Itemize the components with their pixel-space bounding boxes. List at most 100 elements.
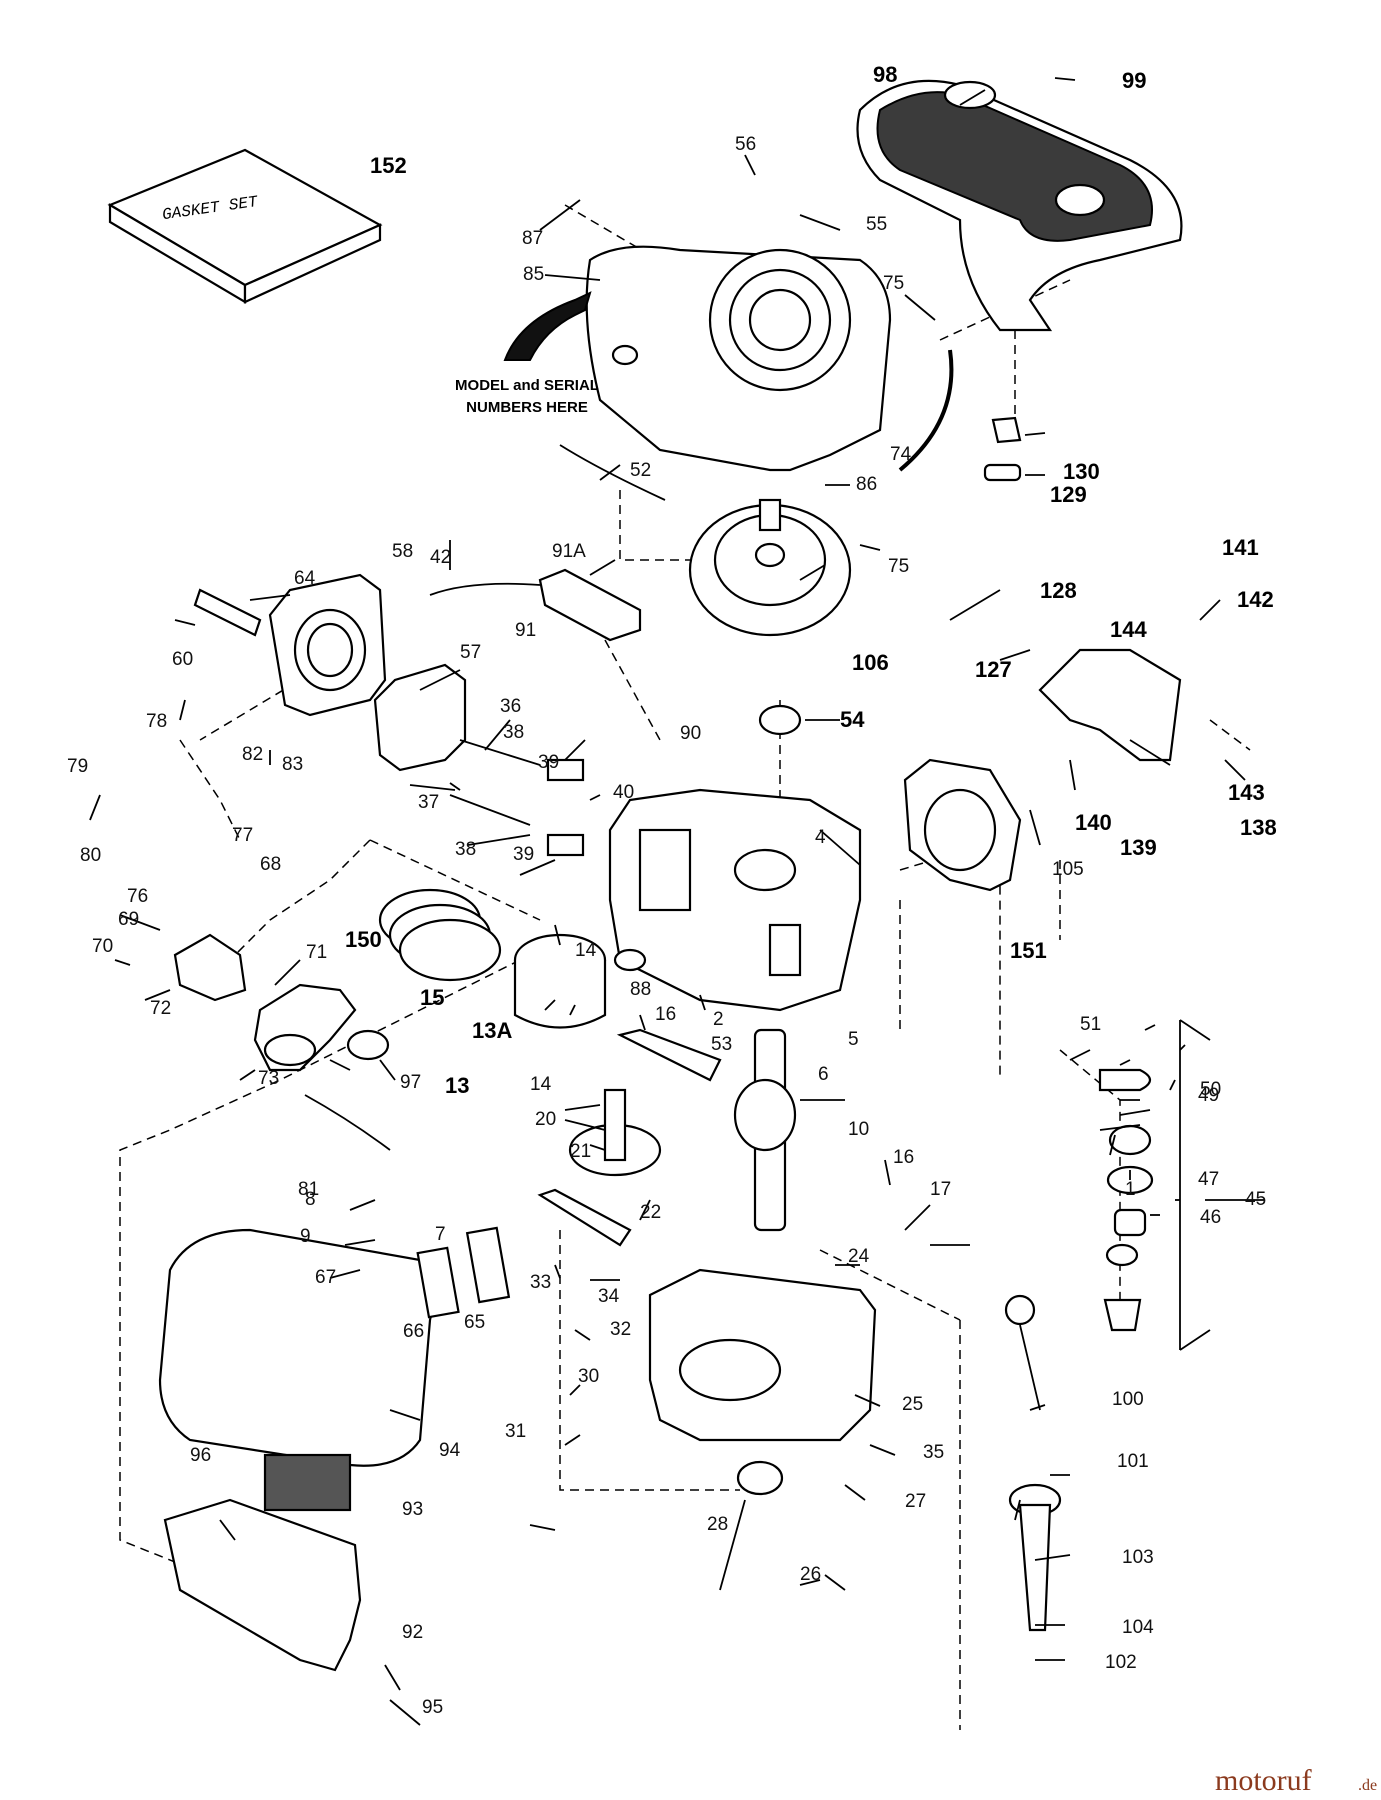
carburetor	[253, 983, 357, 1072]
callout-32: 32	[610, 1319, 631, 1340]
callout-128: 128	[1040, 578, 1077, 603]
callout-68: 68	[260, 854, 281, 875]
breather	[613, 948, 647, 972]
callout-92: 92	[402, 1622, 423, 1643]
callout-5: 5	[848, 1029, 859, 1050]
callout-75: 75	[883, 273, 904, 294]
callout-151: 151	[1010, 938, 1047, 963]
callout-72: 72	[150, 998, 171, 1019]
callout-1: 1	[1125, 1179, 1136, 1200]
callouts: 12456789101313A1414151616172021222425262…	[67, 62, 1277, 1718]
callout-24: 24	[848, 1246, 870, 1267]
callout-130: 130	[1063, 459, 1100, 484]
air-cleaner-base	[163, 1498, 362, 1672]
callout-76: 76	[127, 886, 148, 907]
callout-79: 79	[67, 756, 88, 777]
air-cleaner-cover	[856, 79, 1183, 332]
leader-lines	[89, 77, 1265, 1726]
callout-35: 35	[923, 1442, 944, 1463]
exhaust-gasket-66	[416, 1246, 460, 1319]
callout-6: 6	[818, 1064, 829, 1085]
callout-77: 77	[232, 825, 253, 846]
callout-101: 101	[1117, 1451, 1149, 1472]
model-serial-note: MODEL and SERIAL NUMBERS HERE	[455, 291, 599, 416]
governor-link	[304, 1094, 391, 1151]
callout-14: 14	[575, 940, 597, 961]
callout-96: 96	[190, 1445, 211, 1466]
callout-40: 40	[613, 782, 634, 803]
intake-elbow	[173, 933, 247, 1002]
callout-51: 51	[1080, 1014, 1101, 1035]
callout-39: 39	[538, 752, 559, 773]
callout-102: 102	[1105, 1652, 1137, 1673]
ignition-module	[429, 568, 642, 642]
callout-13a: 13A	[472, 1018, 512, 1043]
fuel-line	[898, 349, 954, 472]
cylinder-head	[268, 573, 387, 717]
callout-106: 106	[852, 650, 889, 675]
callout-21: 21	[570, 1141, 591, 1162]
callout-91a: 91A	[552, 541, 586, 562]
callout-90: 90	[680, 723, 701, 744]
callout-50: 50	[1200, 1079, 1221, 1100]
callout-14: 14	[530, 1074, 552, 1095]
callout-103: 103	[1122, 1547, 1154, 1568]
oil-seal	[758, 704, 802, 736]
callout-58: 58	[392, 541, 413, 562]
valve-exhaust	[459, 739, 541, 766]
governor-crank	[537, 1188, 632, 1247]
valve-intake	[449, 794, 531, 826]
callout-99: 99	[1122, 68, 1146, 93]
callout-16: 16	[893, 1147, 914, 1168]
callout-27: 27	[905, 1491, 926, 1512]
callout-100: 100	[1112, 1389, 1144, 1410]
callout-9: 9	[300, 1226, 311, 1247]
callout-10: 10	[848, 1119, 869, 1140]
callout-143: 143	[1228, 780, 1265, 805]
watermark-suffix: .de	[1358, 1777, 1377, 1794]
callout-22: 22	[640, 1202, 661, 1223]
callout-60: 60	[172, 649, 193, 670]
callout-91: 91	[515, 620, 536, 641]
camshaft-gear	[568, 1088, 662, 1177]
callout-93: 93	[402, 1499, 423, 1520]
callout-42: 42	[430, 547, 451, 568]
callout-139: 139	[1120, 835, 1157, 860]
callout-45: 45	[1245, 1189, 1266, 1210]
callout-105: 105	[1052, 859, 1084, 880]
callout-70: 70	[92, 936, 113, 957]
callout-65: 65	[464, 1312, 485, 1333]
callout-52: 52	[630, 460, 651, 481]
callout-30: 30	[578, 1366, 599, 1387]
callout-2: 2	[713, 1009, 724, 1030]
engine-block	[608, 788, 862, 1012]
callout-85: 85	[523, 264, 544, 285]
exhaust-gasket-65	[465, 1226, 511, 1304]
note-line-2: NUMBERS HERE	[466, 399, 588, 416]
ground-wire	[559, 444, 666, 501]
callout-97: 97	[400, 1072, 421, 1093]
piston	[513, 933, 607, 1029]
callout-47: 47	[1198, 1169, 1219, 1190]
callout-55: 55	[866, 214, 887, 235]
callout-94: 94	[439, 1440, 461, 1461]
callout-17: 17	[930, 1179, 951, 1200]
callout-53: 53	[711, 1034, 732, 1055]
dipstick-tube	[1008, 1483, 1062, 1632]
callout-13: 13	[445, 1073, 469, 1098]
callout-78: 78	[146, 711, 167, 732]
callout-54: 54	[840, 707, 865, 732]
callout-38: 38	[455, 839, 476, 860]
callout-67: 67	[315, 1267, 336, 1288]
callout-26: 26	[800, 1564, 821, 1585]
watermark: motoruf .de	[1215, 1764, 1377, 1797]
callout-129: 129	[1050, 482, 1087, 507]
callout-127: 127	[975, 657, 1012, 682]
callout-8: 8	[305, 1189, 316, 1210]
callout-34: 34	[598, 1286, 620, 1307]
callout-141: 141	[1222, 535, 1259, 560]
callout-4: 4	[815, 827, 826, 848]
crankshaft	[733, 1028, 797, 1232]
